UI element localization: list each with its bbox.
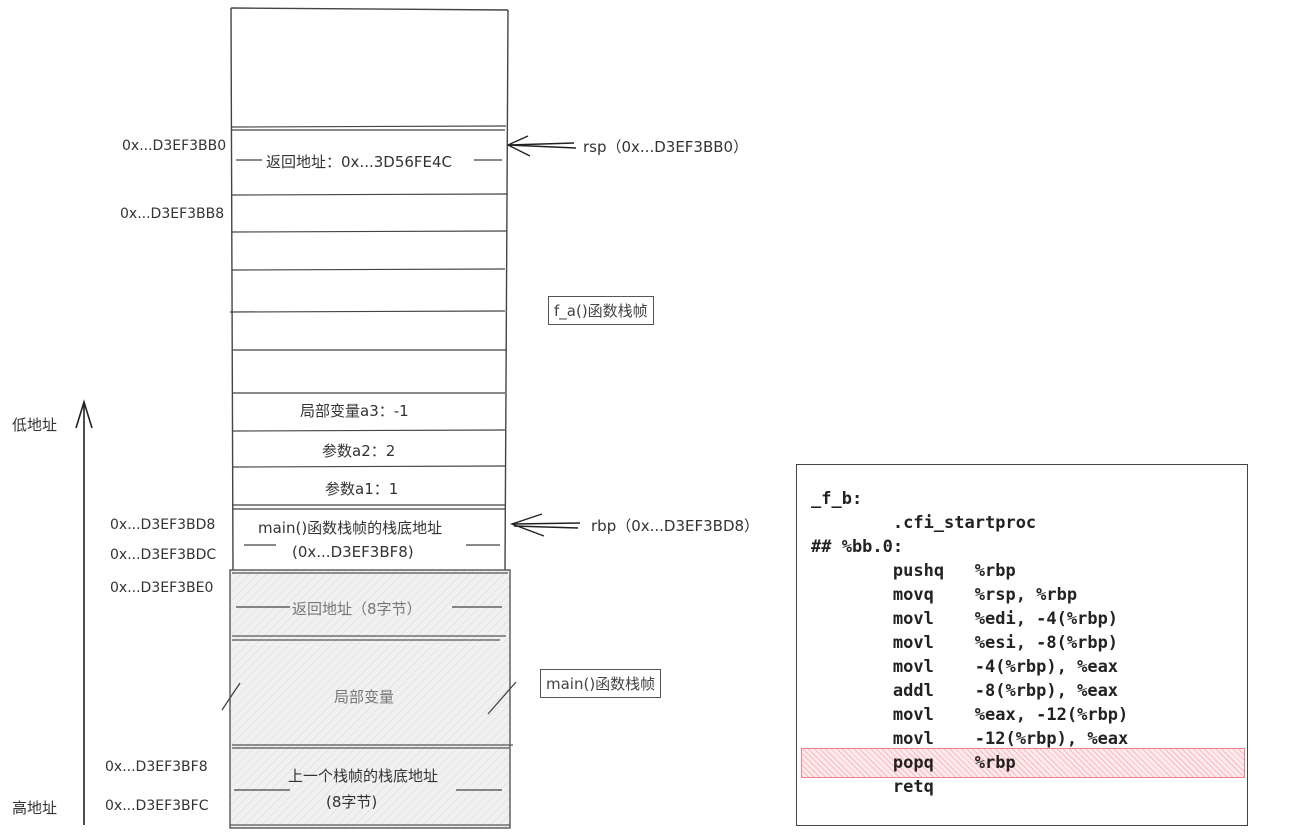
f-a-frame-label: f_a()函数栈帧 xyxy=(548,296,654,325)
cell-return-address: 返回地址：0x...3D56FE4C xyxy=(266,153,453,171)
main-frame-dividers xyxy=(230,572,513,826)
assembly-code-box: _f_b: .cfi_startproc ## %bb.0: pushq %rb… xyxy=(796,464,1248,826)
address-bd8: 0x...D3EF3BD8 xyxy=(110,517,216,533)
address-bb0: 0x...D3EF3BB0 xyxy=(122,138,227,154)
code-line: ## %bb.0: xyxy=(811,537,904,557)
high-address-label: 高地址 xyxy=(12,799,58,817)
code-line: .cfi_startproc xyxy=(811,513,1037,533)
code-line: movl -4(%rbp), %eax xyxy=(811,657,1119,677)
cell-param-a2: 参数a2：2 xyxy=(322,442,396,460)
cell-main-locals: 局部变量 xyxy=(334,688,395,706)
main-frame-label: main()函数栈帧 xyxy=(540,669,662,698)
cell-param-a1: 参数a1：1 xyxy=(325,480,399,498)
rbp-arrow xyxy=(509,513,581,537)
cell-main-base-line1: main()函数栈帧的栈底地址 xyxy=(258,519,443,537)
code-line: addl -8(%rbp), %eax xyxy=(811,681,1119,701)
code-line: retq xyxy=(811,777,934,797)
cell-dashes xyxy=(221,159,517,791)
stack-outline xyxy=(230,7,509,571)
code-line-highlighted: popq %rbp xyxy=(811,753,1016,773)
cell-prev-base-line1: 上一个栈帧的栈底地址 xyxy=(288,767,439,785)
rsp-arrow xyxy=(506,135,577,157)
stack-row-dividers xyxy=(229,125,508,510)
address-be0: 0x...D3EF3BE0 xyxy=(110,580,214,596)
address-bf8: 0x...D3EF3BF8 xyxy=(105,759,208,775)
address-bb8: 0x...D3EF3BB8 xyxy=(120,206,225,222)
cell-local-a3: 局部变量a3：-1 xyxy=(300,402,409,420)
code-line: pushq %rbp xyxy=(811,561,1016,581)
code-line: movl %edi, -4(%rbp) xyxy=(811,609,1119,629)
code-line: _f_b: xyxy=(811,489,863,509)
rbp-label: rbp（0x...D3EF3BD8） xyxy=(591,517,760,535)
low-address-label: 低地址 xyxy=(12,416,58,434)
address-axis-arrow xyxy=(75,399,93,825)
cell-main-return: 返回地址（8字节） xyxy=(292,600,422,618)
address-bfc: 0x...D3EF3BFC xyxy=(105,798,209,814)
code-line: movq %rsp, %rbp xyxy=(811,585,1078,605)
highlighted-instruction xyxy=(801,748,1245,778)
code-line: movl %esi, -8(%rbp) xyxy=(811,633,1119,653)
code-line: movl -12(%rbp), %eax xyxy=(811,729,1129,749)
address-bdc: 0x...D3EF3BDC xyxy=(110,547,217,563)
cell-main-base-line2: (0x...D3EF3BF8) xyxy=(292,543,414,561)
cell-prev-base-line2: (8字节) xyxy=(326,793,378,811)
main-frame-shading xyxy=(229,569,511,829)
code-line: movl %eax, -12(%rbp) xyxy=(811,705,1129,725)
rsp-label: rsp（0x...D3EF3BB0） xyxy=(583,138,749,156)
